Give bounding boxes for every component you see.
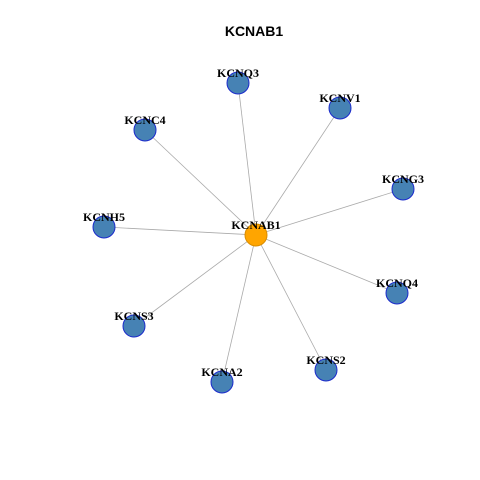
node-kcns3[interactable] [122,314,146,338]
node-kcnab1[interactable] [244,223,268,247]
node-label-kcnc4: KCNC4 [124,113,165,127]
node-kcna2[interactable] [210,370,234,394]
node-label-kcns3: KCNS3 [114,309,153,323]
labels-layer: KCNQ3KCNV1KCNC4KCNG3KCNH5KCNQ4KCNS3KCNS2… [83,66,424,379]
node-kcnc4[interactable] [133,118,157,142]
node-kcns2[interactable] [314,358,338,382]
edge-kcns2 [255,234,327,371]
node-label-kcnh5: KCNH5 [83,210,125,224]
edge-kcnv1 [255,107,341,236]
edge-kcnh5 [103,226,257,236]
nodes-layer [92,71,415,394]
node-kcnh5[interactable] [92,215,116,239]
node-label-kcnq3: KCNQ3 [217,66,259,80]
node-kcnv1[interactable] [328,96,352,120]
edge-kcns3 [133,234,257,327]
node-label-kcnq4: KCNQ4 [376,276,418,290]
node-label-kcns2: KCNS2 [306,353,345,367]
edge-kcnq3 [237,82,257,236]
node-label-kcng3: KCNG3 [382,172,424,186]
node-kcng3[interactable] [391,177,415,201]
node-label-kcnv1: KCNV1 [319,91,360,105]
node-label-kcna2: KCNA2 [201,365,242,379]
edges-layer [103,82,404,383]
edge-kcnq4 [255,234,398,294]
graph-title: KCNAB1 [225,23,284,39]
edge-kcna2 [221,234,257,383]
edge-kcnc4 [144,129,257,236]
node-kcnq3[interactable] [226,71,250,95]
node-kcnq4[interactable] [385,281,409,305]
edge-kcng3 [255,188,404,236]
node-label-kcnab1: KCNAB1 [231,218,280,232]
